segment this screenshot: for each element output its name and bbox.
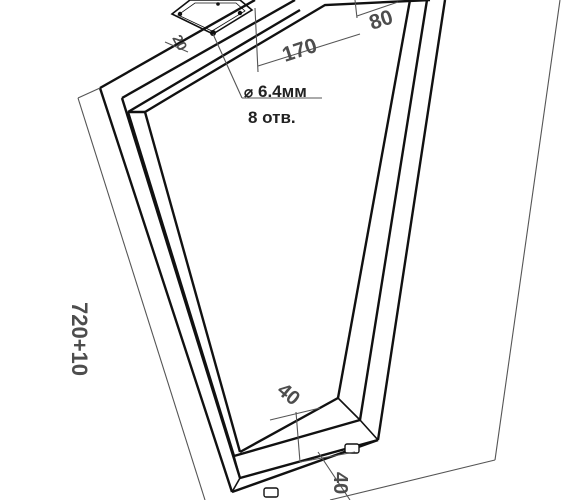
leg-frame — [98, 0, 447, 494]
top-width-dimension-label: 170 — [279, 34, 319, 67]
profile-bottom-dimension-label-a: 40 — [273, 379, 304, 410]
hole-note: ⌀ 6.4мм 8 отв. — [244, 82, 307, 127]
bolt-hole-icon — [177, 11, 183, 17]
hole-diameter-label: 6.4мм — [258, 82, 307, 101]
profile-bottom-dimension-label-b: 40 — [329, 472, 351, 494]
profile-top-dimension-label: 20 — [169, 32, 191, 53]
hole-count-label: 8 отв. — [248, 108, 296, 127]
diameter-symbol-icon: ⌀ — [244, 84, 253, 101]
top-depth-dimension-label: 80 — [366, 6, 395, 35]
bolt-hole-icon — [210, 30, 216, 36]
bolt-hole-icon — [237, 10, 243, 16]
foot-icon — [263, 487, 279, 498]
foot-icon — [344, 443, 360, 454]
height-dimension-label: 720+10 — [67, 302, 92, 376]
bolt-hole-icon — [216, 2, 220, 6]
dimension-lines — [77, 0, 561, 500]
